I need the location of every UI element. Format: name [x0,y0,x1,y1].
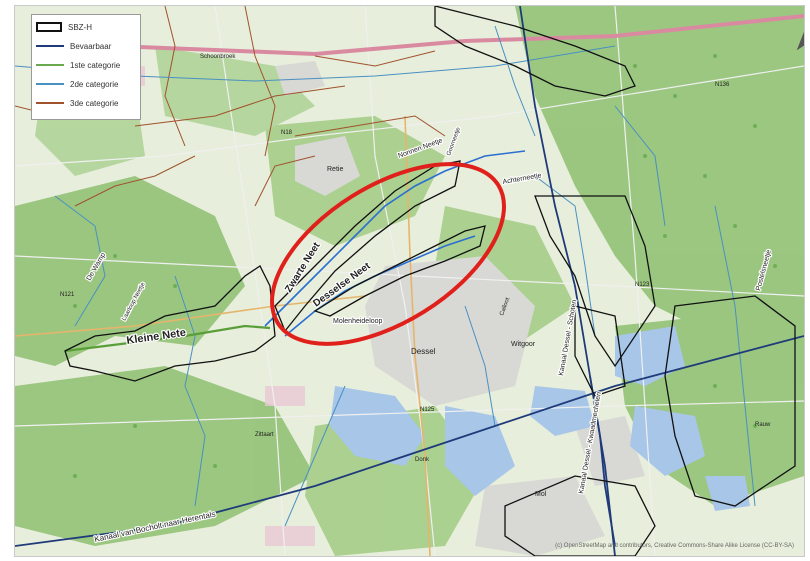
label-dessel: Dessel [411,347,436,356]
kleine-nete-river [64,324,271,353]
map-attribution: (c) OpenStreetMap and contributors, Crea… [555,543,794,549]
legend-item-1ste: 1ste categorie [36,58,120,72]
lakes [330,326,750,511]
legend-label: 1ste categorie [70,60,121,70]
sbz-h-boundaries [64,6,796,556]
legend-label: SBZ-H [68,22,92,32]
label-n125: N125 [420,407,435,413]
legend-label: 3de categorie [70,98,119,108]
label-n18: N18 [281,130,293,136]
label-n123: N123 [635,282,650,288]
legend-swatch-line [36,83,64,85]
legend-item-sbz-h: SBZ-H [36,20,92,34]
study-area-highlight [270,162,506,346]
legend-label: 2de categorie [70,79,119,89]
label-molenheideloop: Molenheideloop [333,318,383,325]
map-frame[interactable]: Kleine Nete Zwarte Neet Desselse Neet Mo… [14,5,805,557]
label-schoonbroek: Schoonbroek [200,54,236,60]
legend-item-3de: 3de categorie [36,96,118,110]
legend-item-2de: 2de categorie [36,77,118,91]
legend-item-bevaarbaar: Bevaarbaar [36,39,111,53]
map-canvas[interactable]: Kleine Nete Zwarte Neet Desselse Neet Mo… [15,6,804,556]
watercourses-3de [15,6,446,207]
highway [114,14,804,57]
legend-swatch-line [36,45,64,47]
legend-swatch-box [36,22,62,32]
label-mol: Mol [535,491,547,498]
main-roads [15,115,431,556]
label-zittaart: Zittaart [255,432,274,438]
urban-areas [275,61,645,556]
label-donk: Donk [415,457,430,463]
label-witgoor: Witgoor [511,341,536,348]
legend-label: Bevaarbaar [70,41,112,51]
label-n121: N121 [60,292,75,298]
legend-swatch-line [36,64,64,66]
map-legend: SBZ-H Bevaarbaar 1ste categorie 2de cate… [31,14,141,120]
north-arrow-icon [797,32,804,50]
label-retie: Retie [327,166,343,173]
roads [15,6,804,556]
canals-bevaarbaar [15,6,804,556]
legend-swatch-line [36,102,64,104]
label-rauw: Rauw [755,422,771,428]
label-n136: N136 [715,82,730,88]
